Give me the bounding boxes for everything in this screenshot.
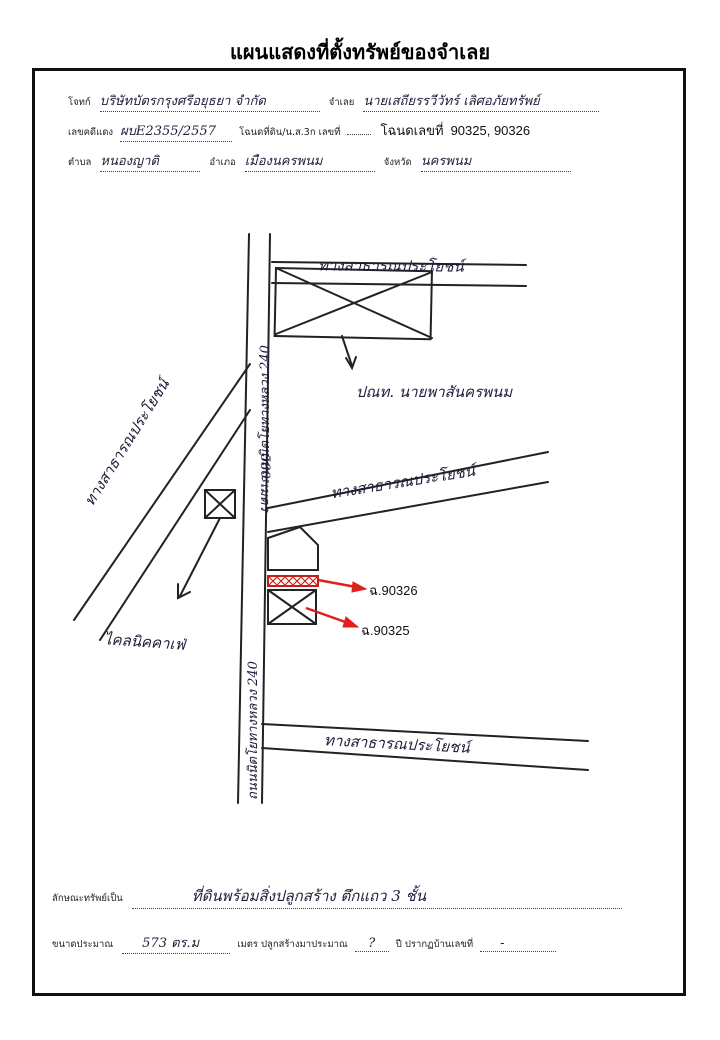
district-value: เมืองนครพนม — [244, 150, 375, 172]
property-type-value: ที่ดินพร้อมสิ่งปลูกสร้าง ตึกแถว 3 ชั้น — [131, 884, 622, 909]
bottom-road-upper-edge — [261, 723, 589, 742]
defendant-value: นายเสถียรรวีวัทร์ เลิศอภัยทรัพย์ — [363, 90, 600, 112]
deed-type-dots — [347, 134, 372, 135]
arrow-90326-head — [351, 581, 368, 593]
years-value: ? — [354, 936, 389, 952]
plot-90326-label: ฉ.90326 — [369, 583, 418, 598]
house-no-label: ปี ปรากฏบ้านเลขที่ — [395, 939, 474, 950]
clinic-pointer-head — [177, 583, 191, 600]
bottom-road-lower-edge — [261, 747, 589, 771]
clinic-cross-b — [204, 489, 236, 519]
plaintiff-value: บริษัทบัตรกรุงศรีอยุธยา จำกัด — [99, 90, 320, 112]
clinic-pointer — [179, 517, 221, 597]
deed-no-value: 90325, 90326 — [450, 123, 531, 138]
property-type-row: ลักษณะทรัพย์เป็น ที่ดินพร้อมสิ่งปลูกสร้า… — [52, 884, 622, 909]
size-unit-label: เมตร ปลูกสร้างมาประมาณ — [237, 939, 348, 950]
post-office-pointer — [341, 335, 353, 367]
post-office-label: ปณท. นายพาสันครพนม — [356, 383, 513, 401]
parcel-top-block — [267, 526, 319, 571]
size-value: 573 ตร.ม — [122, 932, 231, 954]
arrow-90325-head — [342, 616, 360, 628]
house-no-value: - — [480, 936, 557, 952]
arrow-90326-shaft — [317, 578, 357, 589]
province-value: นครพนม — [420, 150, 571, 172]
plaintiff-label: โจทก์ — [68, 97, 91, 108]
top-road-upper-edge — [271, 261, 527, 266]
property-type-label: ลักษณะทรัพย์เป็น — [52, 893, 123, 904]
highway-left-edge — [237, 233, 250, 804]
mid-road-upper-edge — [267, 451, 549, 509]
mid-road-lower-edge — [267, 481, 549, 533]
case-row: เลขคดีแดง ผบE2355/2557 โฉนดที่ดิน/น.ส.3ก… — [68, 120, 530, 142]
size-label: ขนาดประมาณ — [52, 939, 114, 950]
distance-label: 580 เมตร — [257, 454, 272, 512]
subdistrict-value: หนองญาติ — [100, 150, 201, 172]
red-arrows — [305, 578, 368, 628]
case-no-label: เลขคดีแดง — [68, 127, 114, 138]
arrow-90325-shaft — [305, 606, 349, 625]
page-title: แผนแสดงที่ตั้งทรัพย์ของจำเลย — [229, 40, 491, 64]
parcel-90325 — [267, 589, 317, 625]
post-office-pointer-head — [345, 356, 357, 371]
district-label: อำเภอ — [209, 157, 236, 168]
size-row: ขนาดประมาณ 573 ตร.ม เมตร ปลูกสร้างมาประม… — [52, 932, 557, 954]
diag-road-upper-edge — [73, 363, 251, 621]
location-row: ตำบล หนองญาติ อำเภอ เมืองนครพนม จังหวัด … — [68, 150, 571, 172]
highway-lower-label: ถนนนิตโยทางหลวง 240 — [246, 661, 261, 800]
subdistrict-label: ตำบล — [68, 157, 92, 168]
deed-type-label: โฉนดที่ดิน/น.ส.3ก เลขที่ — [239, 127, 341, 138]
plot-90325-label: ฉ.90325 — [361, 623, 410, 638]
document-frame — [32, 68, 686, 996]
post-office-cross-b — [275, 271, 433, 335]
case-no-value: ผบE2355/2557 — [120, 120, 233, 142]
parcel-cross-b — [267, 589, 317, 625]
top-road-label: ทางสาธารณประโยชน์ — [317, 256, 464, 276]
parcel-90326-hatch — [267, 575, 319, 587]
post-office-parcel — [273, 266, 433, 341]
defendant-label: จำเลย — [328, 97, 355, 108]
highway-right-edge — [261, 233, 271, 804]
plaintiff-row: โจทก์ บริษัทบัตรกรุงศรีอยุธยา จำกัด จำเล… — [68, 90, 600, 112]
province-label: จังหวัด — [383, 157, 412, 168]
diag-road-lower-edge — [99, 409, 251, 641]
deed-no-label: โฉนดเลขที่ — [380, 123, 444, 138]
